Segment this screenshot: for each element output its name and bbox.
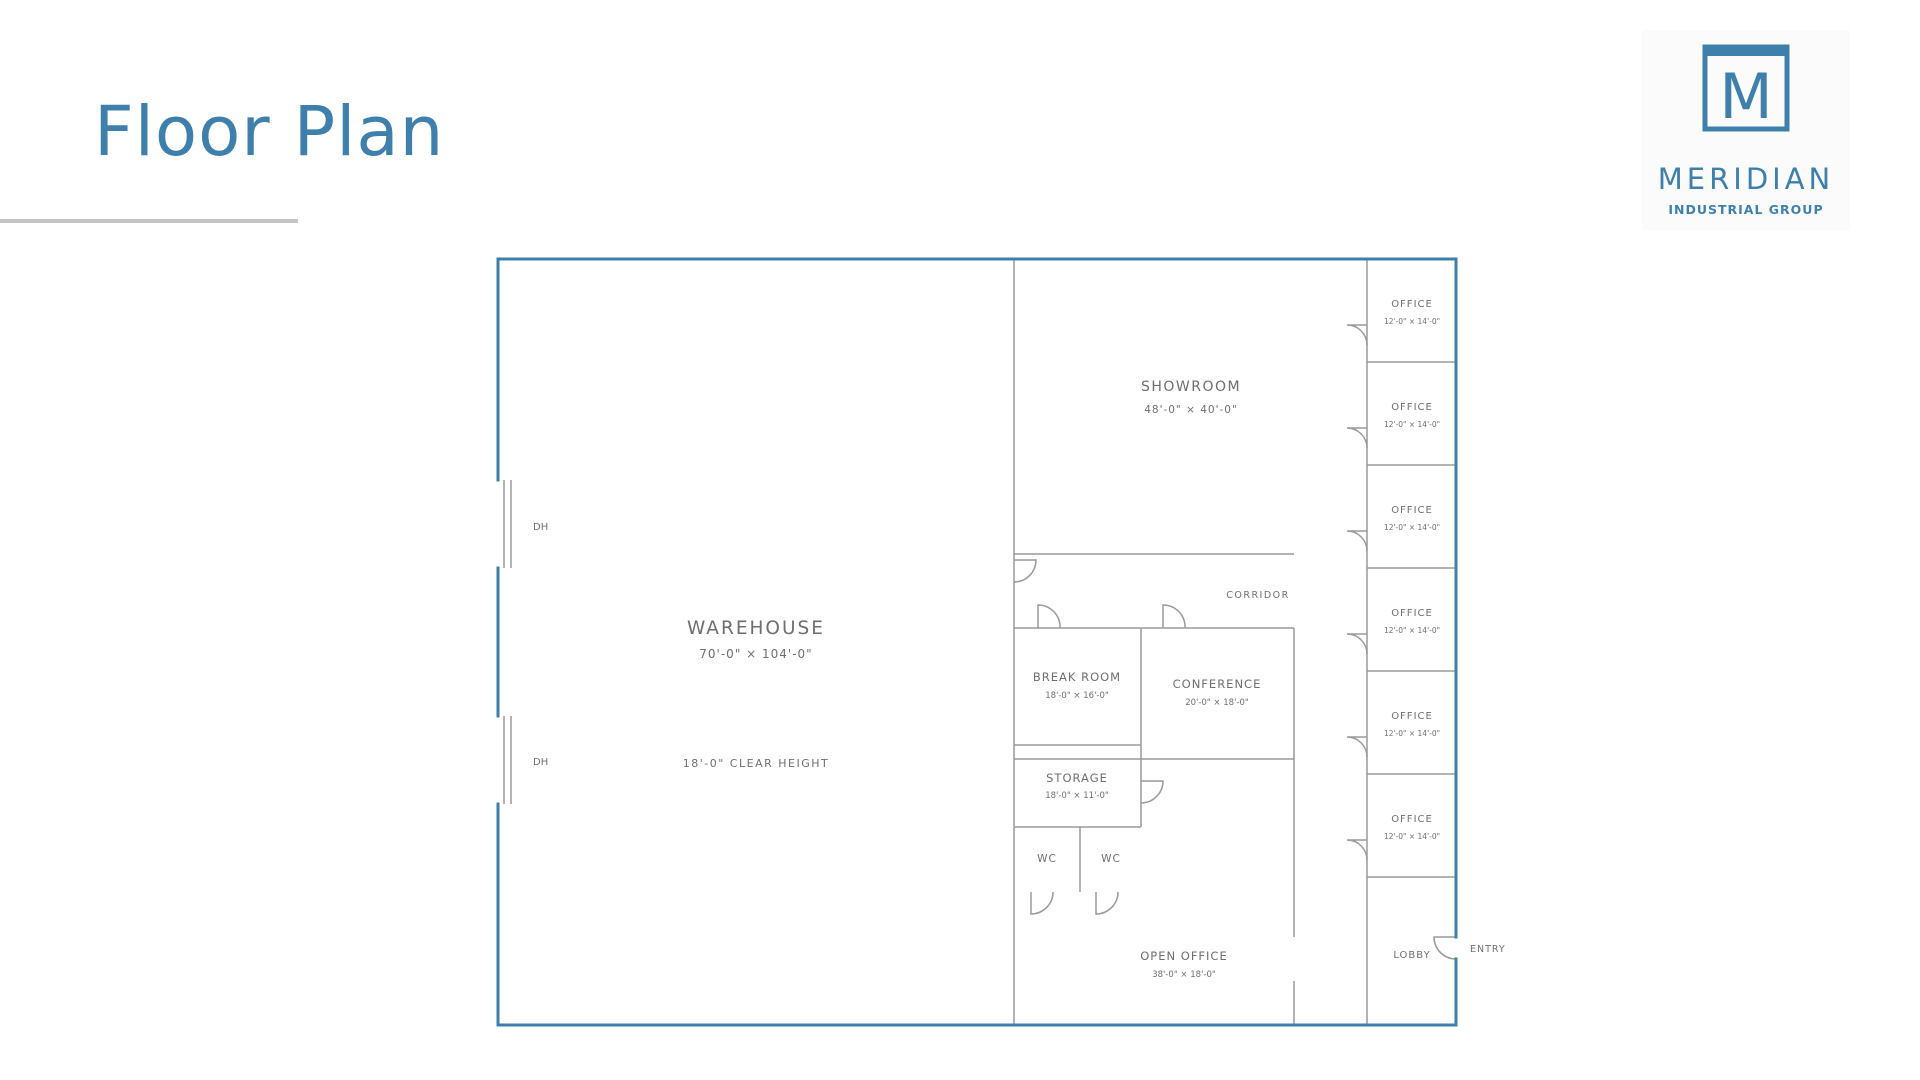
break-room-label: BREAK ROOM — [1033, 670, 1121, 684]
wc-label: WC — [1101, 853, 1121, 865]
office-dims: 12'-0" × 14'-0" — [1384, 317, 1440, 326]
warehouse-clear-height: 18'-0" CLEAR HEIGHT — [683, 757, 829, 770]
office-label: OFFICE — [1391, 814, 1433, 825]
warehouse-dims: 70'-0" × 104'-0" — [699, 647, 812, 661]
office-dims: 12'-0" × 14'-0" — [1384, 523, 1440, 532]
office-label: OFFICE — [1391, 505, 1433, 516]
storage-dims: 18'-0" × 11'-0" — [1045, 791, 1109, 801]
building-outline — [496, 257, 1458, 1027]
dock-door-label: DH — [533, 757, 548, 768]
office-label: OFFICE — [1391, 608, 1433, 619]
door-swings — [1013, 324, 1457, 960]
warehouse-label: WAREHOUSE — [687, 618, 825, 639]
office-dims: 12'-0" × 14'-0" — [1384, 420, 1440, 429]
corridor-label: CORRIDOR — [1226, 590, 1290, 601]
storage-label: STORAGE — [1046, 771, 1108, 785]
office-label: OFFICE — [1391, 402, 1433, 413]
wc-label: WC — [1037, 853, 1057, 865]
interior-walls — [1013, 259, 1456, 1025]
logo-subtitle: INDUSTRIAL GROUP — [1668, 202, 1824, 217]
open-office-label: OPEN OFFICE — [1140, 949, 1227, 963]
dock-door-markers — [503, 480, 512, 804]
logo-name: MERIDIAN — [1657, 162, 1835, 196]
company-logo: M MERIDIAN INDUSTRIAL GROUP — [1642, 30, 1850, 230]
title-underline — [0, 219, 298, 223]
office-label: OFFICE — [1391, 299, 1433, 310]
dock-door-label: DH — [533, 522, 548, 533]
office-dims: 12'-0" × 14'-0" — [1384, 626, 1440, 635]
conference-dims: 20'-0" × 18'-0" — [1185, 698, 1249, 708]
logo-mark-icon: M — [1702, 44, 1790, 132]
break-room-dims: 18'-0" × 16'-0" — [1045, 691, 1109, 701]
conference-label: CONFERENCE — [1173, 677, 1262, 691]
open-office-dims: 38'-0" × 18'-0" — [1152, 970, 1216, 980]
entry-label: ENTRY — [1470, 944, 1506, 955]
showroom-label: SHOWROOM — [1141, 379, 1241, 395]
lobby-label: LOBBY — [1393, 950, 1430, 961]
office-dims: 12'-0" × 14'-0" — [1384, 832, 1440, 841]
page-title: Floor Plan — [94, 92, 445, 172]
office-dims: 12'-0" × 14'-0" — [1384, 729, 1440, 738]
showroom-dims: 48'-0" × 40'-0" — [1144, 404, 1238, 416]
logo-mark-letter: M — [1719, 60, 1773, 132]
office-label: OFFICE — [1391, 711, 1433, 722]
